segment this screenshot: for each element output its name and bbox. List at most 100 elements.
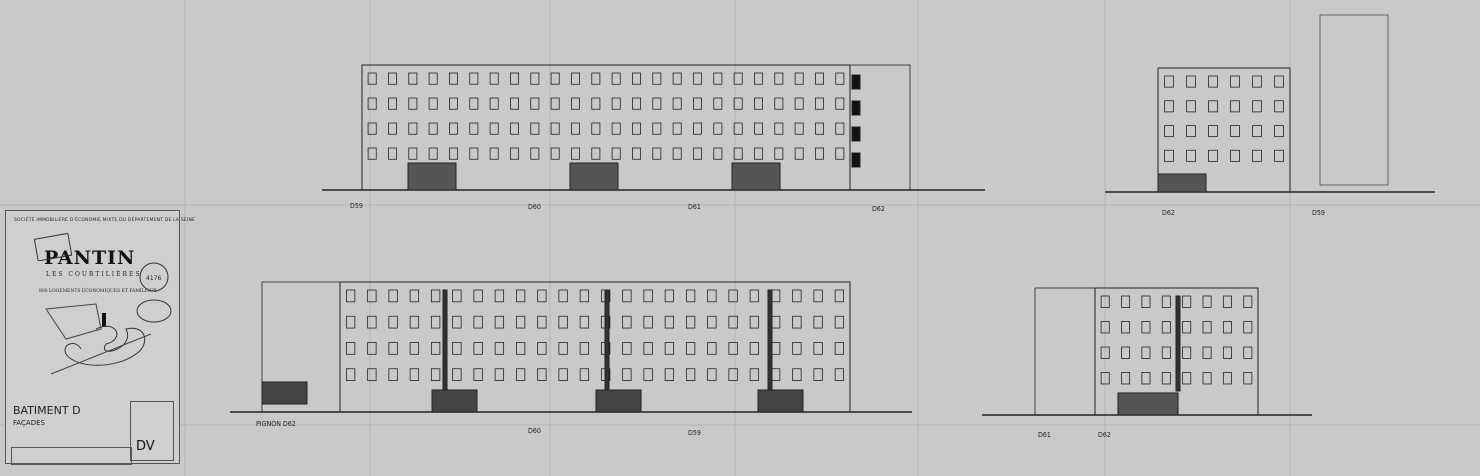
stair-slot (442, 289, 448, 391)
window (388, 147, 397, 160)
window (834, 315, 845, 329)
window (835, 72, 845, 85)
window (794, 122, 804, 135)
window (388, 315, 398, 329)
window (571, 122, 580, 135)
gable-wall (1034, 287, 1096, 416)
title-block: SOCIÉTÉ IMMOBILIÈRE D'ÉCONOMIE MIXTE DU … (5, 210, 195, 465)
window (510, 72, 519, 85)
stair-slot (1175, 295, 1181, 392)
window (449, 122, 458, 135)
window (813, 315, 823, 329)
organization: SOCIÉTÉ IMMOBILIÈRE D'ÉCONOMIE MIXTE DU … (14, 218, 196, 223)
window (792, 289, 802, 303)
window (430, 368, 441, 381)
window (558, 289, 568, 303)
window (794, 147, 804, 160)
window (494, 289, 505, 303)
window (428, 97, 438, 110)
window (611, 97, 621, 110)
window (530, 122, 540, 135)
window (571, 72, 580, 85)
window (591, 122, 601, 135)
window (449, 97, 458, 110)
window (813, 368, 823, 381)
window (494, 315, 505, 329)
window (1202, 372, 1212, 385)
window (1182, 321, 1192, 334)
window (749, 368, 760, 381)
window (388, 72, 397, 85)
window (643, 368, 653, 381)
window (728, 289, 738, 303)
grid-label: D59 (688, 429, 701, 437)
grid-label: D60 (528, 203, 541, 211)
window (388, 342, 398, 355)
window (1202, 295, 1212, 308)
window (428, 72, 438, 85)
window (652, 122, 662, 135)
window (367, 147, 377, 160)
window (693, 122, 702, 135)
window (792, 342, 802, 355)
window (579, 368, 590, 381)
grid-label: D60 (528, 427, 541, 435)
window (452, 315, 462, 329)
window (1121, 295, 1131, 308)
window (530, 147, 540, 160)
window (367, 122, 377, 135)
window (530, 97, 540, 110)
window (515, 315, 526, 329)
window (749, 342, 760, 355)
window (685, 289, 696, 303)
window (409, 315, 420, 329)
window (1252, 149, 1262, 162)
window (632, 147, 641, 160)
entrance (407, 162, 457, 191)
window (1222, 372, 1232, 385)
window (1230, 149, 1240, 162)
window (1243, 295, 1253, 308)
window (537, 315, 547, 329)
grid-label: D62 (1162, 209, 1175, 217)
window (1186, 75, 1196, 88)
window (510, 97, 519, 110)
window (794, 72, 804, 85)
window (530, 72, 540, 85)
entrance (731, 162, 781, 191)
window (515, 289, 526, 303)
window (489, 147, 499, 160)
window (713, 72, 723, 85)
window (1186, 125, 1196, 138)
window (728, 368, 738, 381)
window (558, 315, 568, 329)
window (1164, 100, 1174, 113)
window (794, 97, 804, 110)
site-name: LES COURTILIÈRES (46, 271, 142, 278)
window (452, 289, 462, 303)
window (388, 289, 398, 303)
building-name: BATIMENT D (13, 404, 81, 417)
window (622, 315, 632, 329)
window (774, 147, 784, 160)
window (408, 97, 418, 110)
window (707, 368, 717, 381)
window (1141, 372, 1151, 385)
window (408, 147, 418, 160)
window (672, 147, 682, 160)
window (664, 315, 675, 329)
window (1100, 372, 1110, 385)
window (558, 368, 568, 381)
window (792, 315, 802, 329)
window (345, 289, 356, 303)
window (611, 122, 621, 135)
window (1186, 100, 1196, 113)
window (672, 97, 682, 110)
entrance (1117, 392, 1179, 416)
window (815, 97, 824, 110)
window (1182, 372, 1192, 385)
window (693, 147, 702, 160)
window (815, 147, 824, 160)
window (428, 147, 438, 160)
